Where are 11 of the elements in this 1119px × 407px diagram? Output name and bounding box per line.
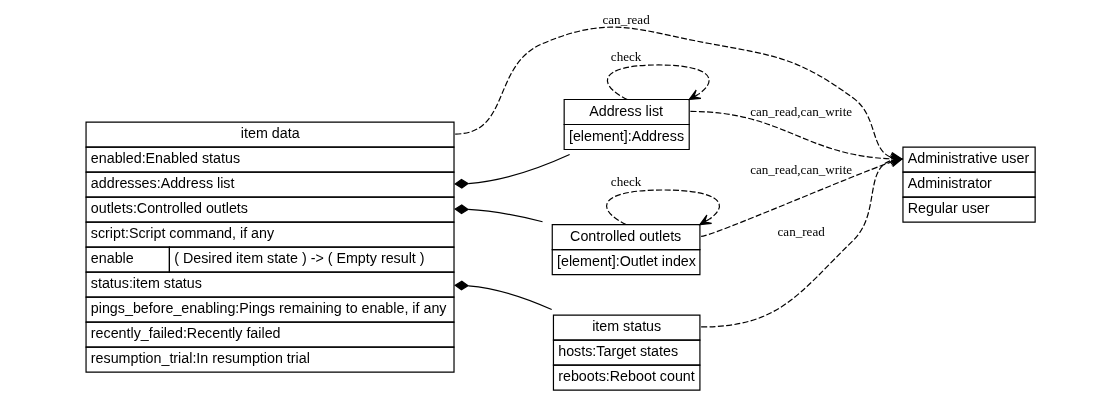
- edge-label: check: [610, 173, 641, 189]
- edge-label: can_read: [777, 223, 825, 239]
- edge-label: check: [610, 48, 641, 64]
- arrow: [606, 63, 710, 100]
- edge-label: can_read: [601, 11, 650, 27]
- arrow: [605, 188, 720, 225]
- connector: [453, 280, 552, 310]
- edge-label: can_read,can_write: [749, 161, 852, 177]
- connector: [453, 203, 543, 222]
- edge-label: can_read,can_write: [749, 103, 852, 119]
- connector: [453, 153, 570, 189]
